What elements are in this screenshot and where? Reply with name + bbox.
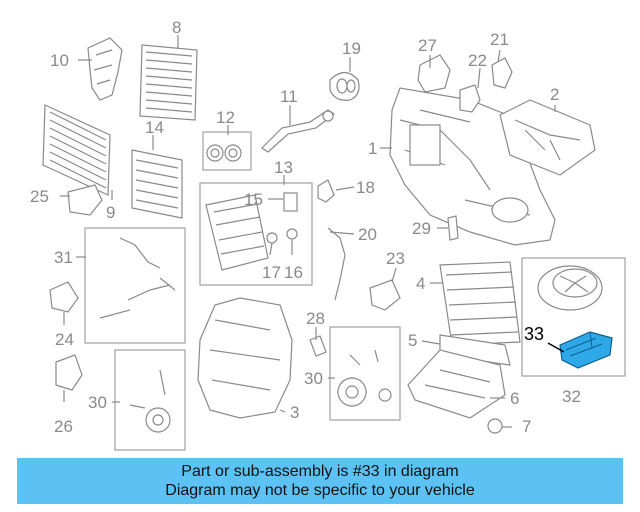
part-9-drawing <box>42 104 111 196</box>
part-29-drawing <box>447 215 459 241</box>
callout-29: 29 <box>412 219 431 238</box>
info-banner: Part or sub-assembly is #33 in diagram D… <box>17 458 623 504</box>
callout-15: 15 <box>244 190 263 209</box>
callout-25: 25 <box>30 187 49 206</box>
part-7-drawing <box>487 418 503 434</box>
callout-1: 1 <box>368 139 377 158</box>
part-22-drawing <box>459 84 481 113</box>
callout-28: 28 <box>306 309 325 328</box>
callout-11: 11 <box>280 87 298 106</box>
part-15-drawing <box>283 192 298 212</box>
group-box-12 <box>202 131 252 171</box>
part-23-drawing <box>369 279 401 311</box>
part-12-drawing <box>206 144 242 162</box>
part-11-drawing <box>261 109 336 153</box>
group-box-13 <box>199 182 313 286</box>
part-6-drawing <box>407 349 506 419</box>
callout-31: 31 <box>54 248 73 267</box>
part-27-drawing <box>417 54 451 93</box>
part-33-drawing <box>559 331 613 369</box>
callout-19: 19 <box>342 39 361 58</box>
callout-27: 27 <box>418 36 437 55</box>
part-21-drawing <box>491 57 513 89</box>
part-26-drawing <box>55 354 83 391</box>
group-box-30-left <box>114 349 186 451</box>
part-25-drawing <box>67 184 103 216</box>
callout-10: 10 <box>50 51 69 70</box>
part-28-drawing <box>309 335 327 357</box>
callout-30-right: 30 <box>304 369 323 388</box>
callout-12: 12 <box>216 108 235 127</box>
part-20-drawing <box>327 227 346 301</box>
part-31-drawing <box>99 237 176 319</box>
part-19-drawing <box>329 71 360 101</box>
parts-diagram: 1 2 3 4 5 6 7 8 9 10 11 12 13 14 15 16 1… <box>30 18 626 451</box>
part-10-drawing <box>87 37 123 101</box>
callout-7: 7 <box>522 417 531 436</box>
part-13-drawing <box>205 194 269 271</box>
callout-4: 4 <box>416 274 425 293</box>
callout-18: 18 <box>356 178 375 197</box>
callout-2: 2 <box>550 85 559 104</box>
callout-33: 33 <box>524 324 544 344</box>
group-box-32 <box>521 257 626 377</box>
callout-5: 5 <box>408 331 417 350</box>
callout-14: 14 <box>145 118 164 137</box>
part-2-drawing <box>499 99 596 176</box>
part-14-drawing <box>131 149 183 219</box>
part-3-drawing <box>197 297 293 419</box>
callout-22: 22 <box>468 51 487 70</box>
group-box-31 <box>84 227 186 344</box>
callout-3: 3 <box>290 403 299 422</box>
part-32-drawing <box>537 265 603 311</box>
callout-17: 17 <box>262 263 281 282</box>
banner-line-1: Part or sub-assembly is #33 in diagram <box>181 463 459 480</box>
callout-24: 24 <box>55 330 74 349</box>
banner-line-2: Diagram may not be specific to your vehi… <box>165 482 475 499</box>
part-8-drawing <box>139 44 198 121</box>
callout-21: 21 <box>490 30 509 49</box>
callout-16: 16 <box>284 263 303 282</box>
part-16-drawing <box>286 228 298 240</box>
part-30-right-drawing <box>337 349 392 407</box>
callout-8: 8 <box>172 18 181 37</box>
group-box-30-right <box>329 326 401 421</box>
part-18-drawing <box>317 179 335 203</box>
part-17-drawing <box>266 232 278 244</box>
part-4-drawing <box>439 261 521 346</box>
callout-26: 26 <box>54 417 73 436</box>
part-30-left-drawing <box>129 369 171 433</box>
callout-32: 32 <box>562 387 581 406</box>
callout-23: 23 <box>386 249 405 268</box>
callout-20: 20 <box>358 225 377 244</box>
part-24-drawing <box>49 281 79 313</box>
callout-6: 6 <box>510 389 519 408</box>
leader-lines <box>60 35 565 428</box>
callout-30-left: 30 <box>88 393 107 412</box>
callout-9: 9 <box>106 203 115 222</box>
callout-13: 13 <box>274 158 293 177</box>
